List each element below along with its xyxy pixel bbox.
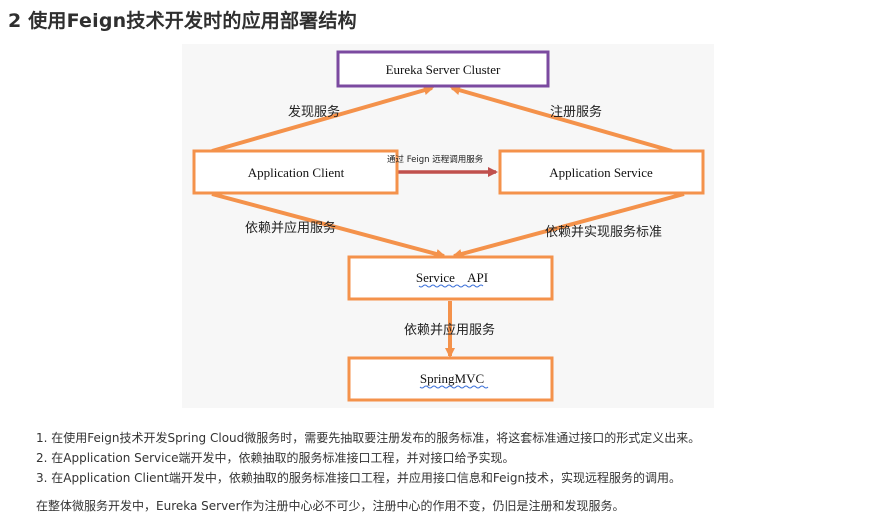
deployment-diagram-svg: Eureka Server Cluster Application Client… — [192, 50, 705, 402]
springmvc-spellcheck-underline — [419, 385, 489, 389]
register-service-label: 注册服务 — [550, 104, 602, 120]
discover-service-label: 发现服务 — [288, 104, 340, 120]
eureka-server-label: Eureka Server Cluster — [386, 62, 501, 77]
application-service-label: Application Service — [549, 165, 653, 180]
service-api-box — [347, 255, 554, 301]
section-heading: 2 使用Feign技术开发时的应用部署结构 — [8, 10, 357, 32]
remote-call-label: 通过 Feign 远程调用服务 — [387, 154, 484, 165]
service-api-label: Service API — [416, 270, 488, 285]
client-depends-arrow — [211, 192, 446, 259]
application-client-label: Application Client — [248, 165, 345, 180]
application-client-box — [192, 149, 399, 195]
note-item-3: 3. 在Application Client端开发中，依赖抽取的服务标准接口工程… — [36, 471, 682, 485]
note-item-1: 1. 在使用Feign技术开发Spring Cloud微服务时，需要先抽取要注册… — [36, 431, 701, 445]
application-service-box — [498, 149, 705, 195]
api-depends-label: 依赖并应用服务 — [404, 322, 495, 338]
service-implements-arrow — [452, 192, 685, 259]
eureka-server-box — [336, 50, 550, 88]
register-arrow — [450, 85, 673, 153]
service-implements-label: 依赖并实现服务标准 — [545, 224, 662, 240]
service-api-spellcheck-underline — [418, 284, 484, 288]
springmvc-box — [347, 356, 554, 402]
springmvc-label: SpringMVC — [420, 371, 484, 386]
deployment-diagram: Eureka Server Cluster Application Client… — [182, 44, 714, 408]
discover-arrow — [211, 85, 434, 153]
client-depends-label: 依赖并应用服务 — [245, 220, 336, 236]
note-item-2: 2. 在Application Service端开发中，依赖抽取的服务标准接口工… — [36, 451, 515, 465]
summary-paragraph: 在整体微服务开发中，Eureka Server作为注册中心必不可少，注册中心的作… — [36, 499, 625, 513]
notes-list: 1. 在使用Feign技术开发Spring Cloud微服务时，需要先抽取要注册… — [36, 428, 700, 488]
